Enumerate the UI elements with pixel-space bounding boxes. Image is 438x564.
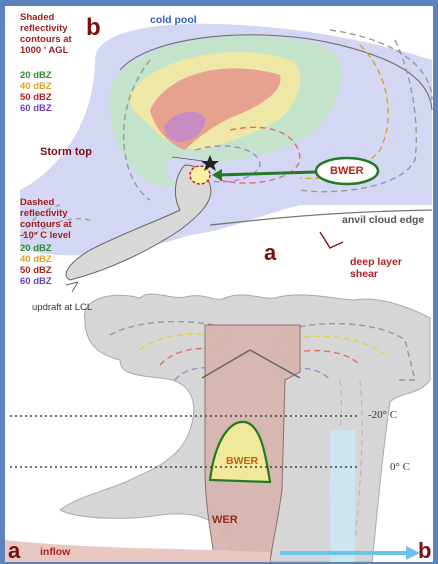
bwer-label: BWER xyxy=(226,455,259,467)
minus20-label: -20° C xyxy=(368,409,398,421)
dashed-contour-west xyxy=(123,59,151,201)
dashed-legend-levels: 20 dBZ 40 dBZ 50 dBZ 60 dBZ xyxy=(20,243,52,287)
anvil-edge-label: anvil cloud edge xyxy=(342,214,425,226)
storm-top-pointer xyxy=(171,156,204,162)
zero-label: 0° C xyxy=(390,461,410,473)
bwer-arrowhead xyxy=(212,169,222,181)
dashed-contour-60 xyxy=(194,145,261,183)
dashed-legend-line: reflectivity xyxy=(20,208,68,219)
dashed-level-40: 40 dBZ xyxy=(20,254,52,265)
dashed-legend-line: Dashed xyxy=(20,197,55,208)
shear-label-line: deep layer xyxy=(350,256,402,268)
bwer-callout-label: BWER xyxy=(330,165,364,177)
updraft-arrow xyxy=(65,281,79,293)
dashed-level-20: 20 dBZ xyxy=(20,243,52,254)
shaded-legend-line: Shaded xyxy=(20,12,55,23)
dashed-level-50: 50 dBZ xyxy=(20,265,52,276)
inflow-label: inflow xyxy=(40,546,71,558)
shaded-level-60: 60 dBZ xyxy=(20,103,52,114)
outline-contour xyxy=(119,34,433,111)
dashed-contour-40 xyxy=(299,44,389,180)
outflow-arrowhead xyxy=(406,546,420,560)
cross-section-letter-a: a xyxy=(264,240,277,265)
storm-top-label: Storm top xyxy=(40,146,92,158)
dashed-contour-50 xyxy=(219,126,301,184)
dashed-contour-outer xyxy=(299,29,433,193)
downdraft-shading xyxy=(330,430,355,562)
dashed-rear-contours xyxy=(21,204,91,241)
shear-label: deep layer shear xyxy=(350,256,402,280)
bwer-callout-oval xyxy=(314,156,380,186)
dashed-legend-title: Dashed reflectivity contours at -10° C l… xyxy=(20,197,72,241)
section-letter-b: b xyxy=(418,538,432,563)
overshooting-top xyxy=(201,349,301,379)
shaded-legend-levels: 20 dBZ 40 dBZ 50 dBZ 60 dBZ xyxy=(20,70,52,114)
dashed-level-60: 60 dBZ xyxy=(20,276,52,287)
section-letter-a: a xyxy=(8,538,21,563)
dashed-legend-line: -10° C level xyxy=(20,230,71,241)
shaded-level-40: 40 dBZ xyxy=(20,81,52,92)
reflectivity-60dbz-shade xyxy=(164,111,206,142)
panel-letter-b: b xyxy=(86,14,101,41)
shaded-legend-line: 1000 ' AGL xyxy=(20,45,69,56)
dashed-legend-line: contours at xyxy=(20,219,72,230)
storm-top-star xyxy=(201,155,219,171)
shear-arrow xyxy=(319,231,344,249)
shaded-level-50: 50 dBZ xyxy=(20,92,52,103)
cold-pool-label: cold pool xyxy=(150,14,197,26)
inflow-region xyxy=(5,540,270,562)
shear-label-line: shear xyxy=(350,268,379,280)
shaded-level-20: 20 dBZ xyxy=(20,70,52,81)
bwer-marker xyxy=(189,165,211,185)
shaded-legend-title: Shaded reflectivity contours at 1000 ' A… xyxy=(20,12,72,56)
anvil-edge-line xyxy=(209,209,433,226)
hook-echo xyxy=(65,164,212,281)
shaded-legend-line: reflectivity xyxy=(20,23,68,34)
updraft-label: updraft at LCL xyxy=(32,302,93,313)
shaded-legend-line: contours at xyxy=(20,34,72,45)
bwer-arrow-line xyxy=(217,170,317,177)
wer-label: WER xyxy=(212,514,238,526)
